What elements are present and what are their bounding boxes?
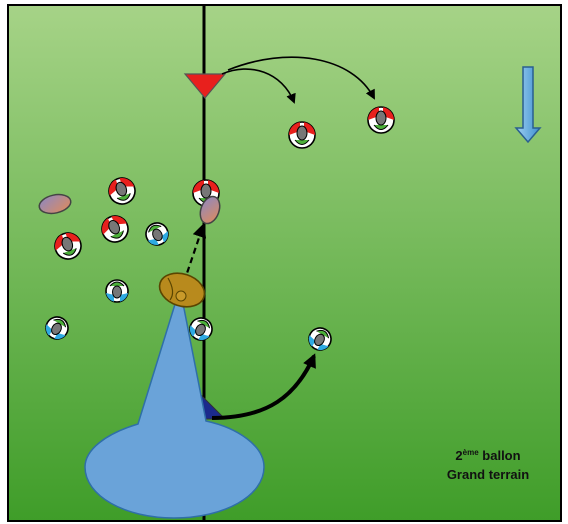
field-right xyxy=(203,4,562,522)
callout-line-1: 2ème ballon xyxy=(455,448,521,463)
defense-cone-triangle-icon xyxy=(183,73,227,99)
run-arrow-1 xyxy=(221,68,296,104)
blue-player-left-2 xyxy=(105,279,129,303)
callout-bubble xyxy=(84,287,265,519)
ruck-ball-icon xyxy=(158,272,206,308)
direction-arrow-icon xyxy=(514,66,542,144)
rugby-ball-icon xyxy=(38,193,72,215)
red-player-top-1 xyxy=(288,121,316,149)
run-arrow-2 xyxy=(227,56,375,100)
run-arrow-3 xyxy=(211,353,316,420)
callout-line-2: Grand terrain xyxy=(446,467,530,482)
rugby-ball-icon-passed xyxy=(199,195,221,225)
callout-label: 2ème ballon Grand terrain xyxy=(420,446,556,484)
red-player-top-2 xyxy=(367,106,395,134)
